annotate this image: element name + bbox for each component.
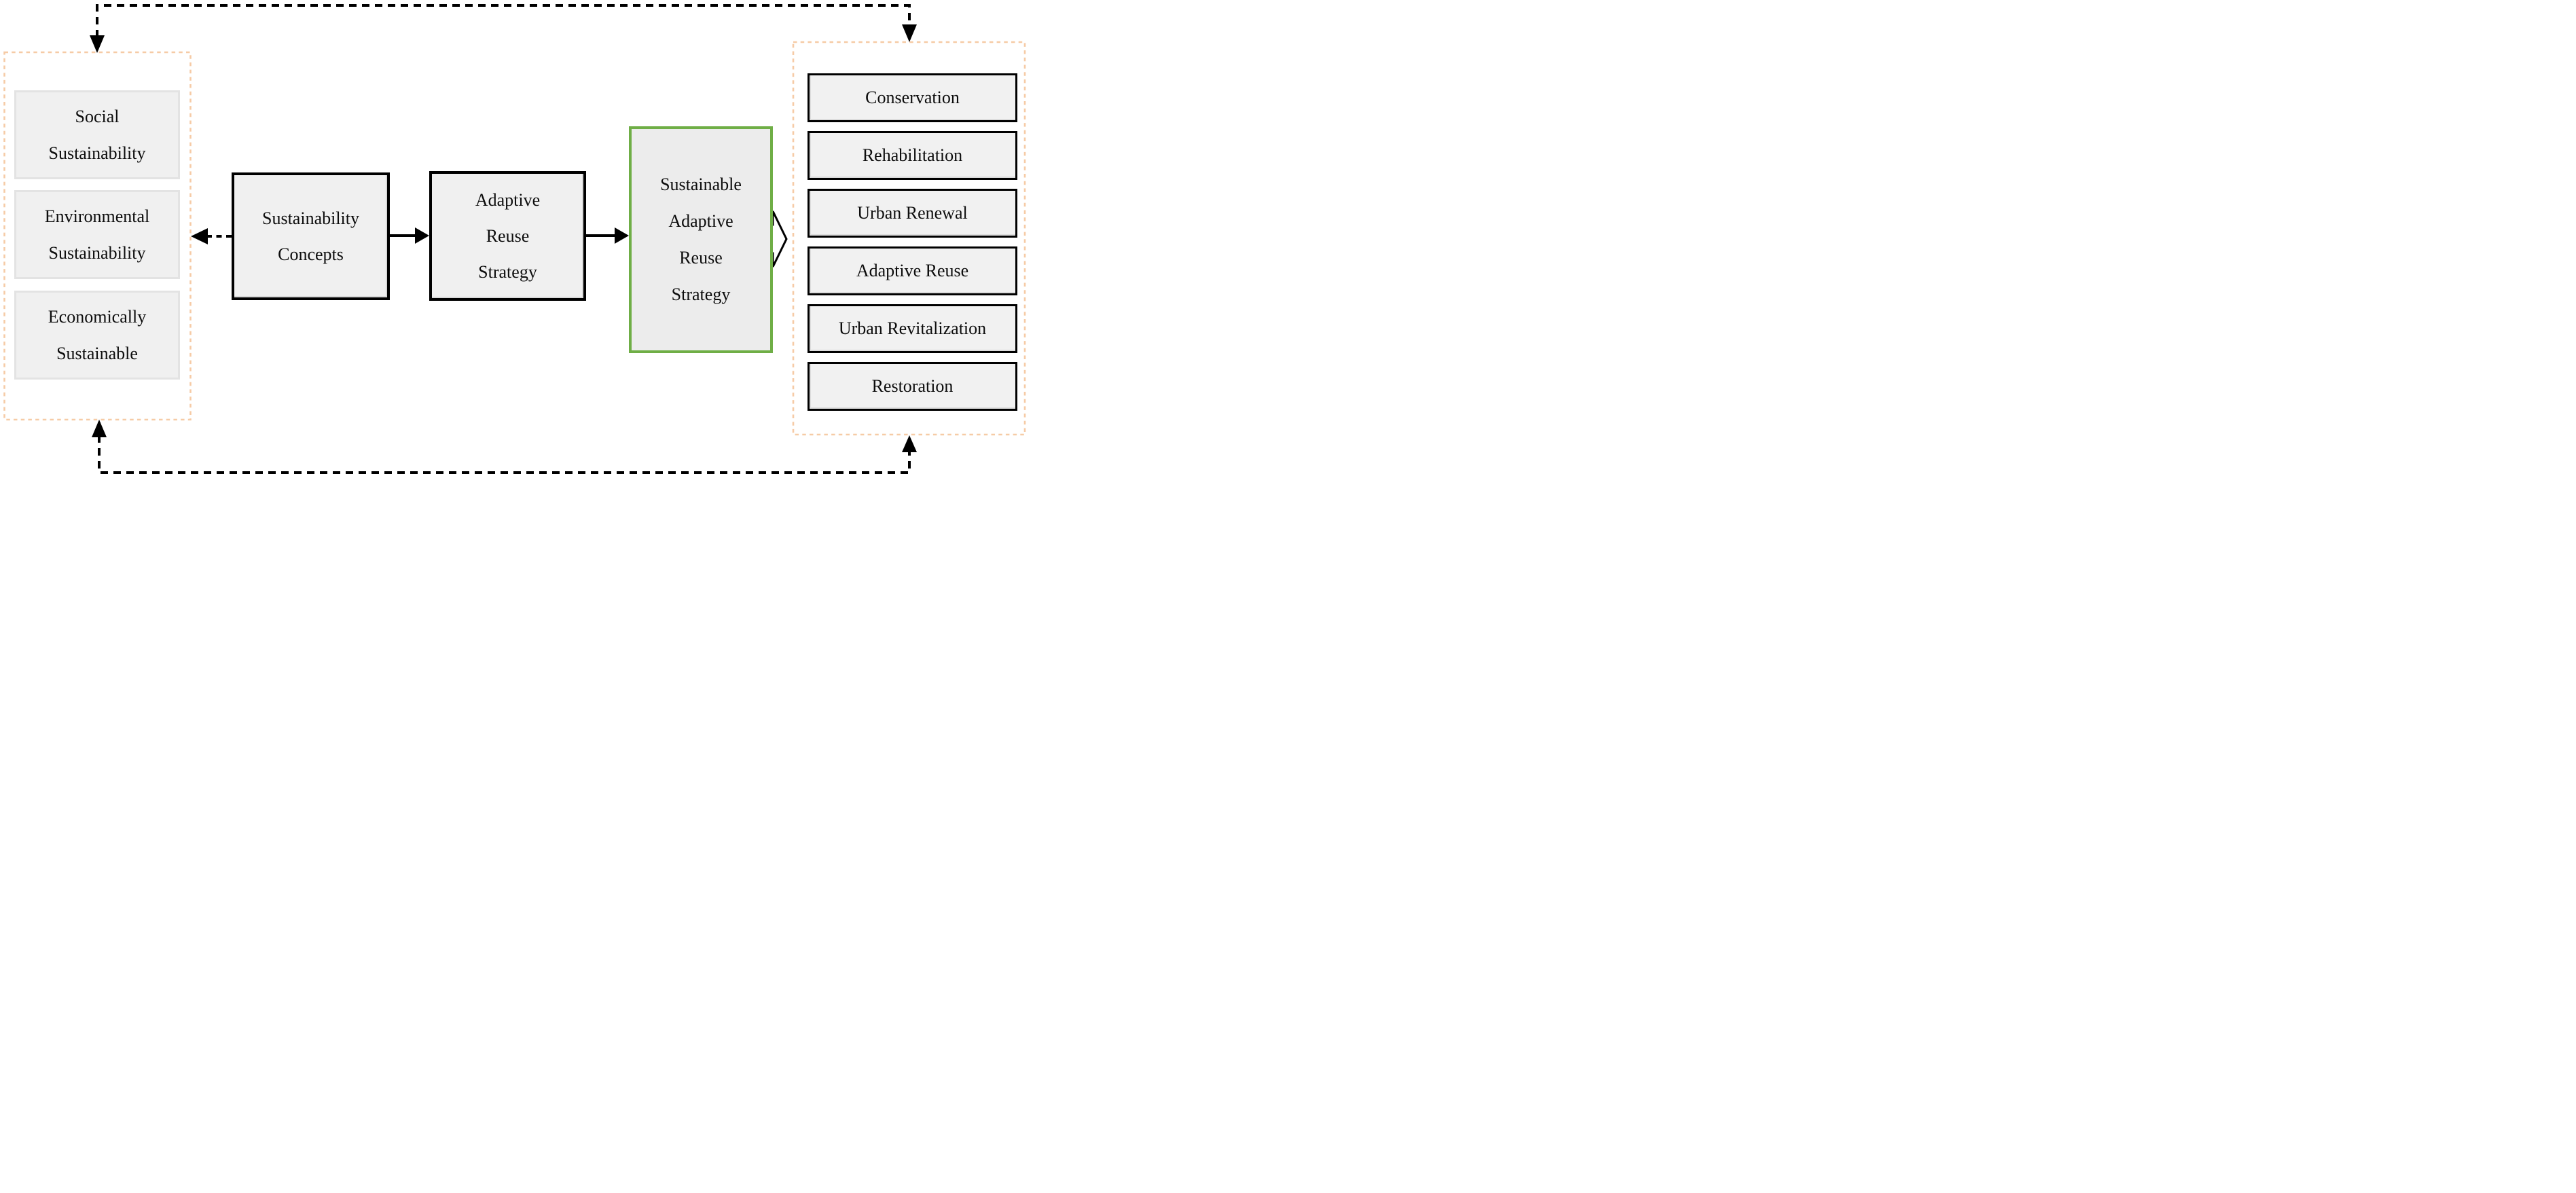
diagram-canvas: Social Sustainability Environmental Sust…: [0, 0, 1030, 477]
top-feedback-dashed-line: [96, 4, 911, 50]
arrowhead-right-1-icon: [415, 227, 429, 244]
sustainable-adaptive-reuse-strategy-box: Sustainable Adaptive Reuse Strategy: [629, 126, 773, 353]
arrowhead-up-left-icon: [92, 420, 107, 437]
right-panel: Conservation Rehabilitation Urban Renewa…: [793, 42, 1025, 435]
arrowhead-left-icon: [191, 228, 208, 244]
arrowhead-up-right-icon: [902, 435, 917, 452]
restoration-box: Restoration: [808, 362, 1017, 411]
arrowhead-down-right-icon: [902, 24, 917, 42]
economically-sustainable-box: Economically Sustainable: [14, 291, 180, 380]
arrowhead-down-left-icon: [90, 35, 105, 53]
sustainability-concepts-box: Sustainability Concepts: [232, 172, 390, 300]
bottom-feedback-dashed-line: [98, 422, 911, 474]
social-sustainability-box: Social Sustainability: [14, 90, 180, 179]
environmental-sustainability-box: Environmental Sustainability: [14, 190, 180, 279]
adaptive-reuse-box: Adaptive Reuse: [808, 246, 1017, 295]
conservation-box: Conservation: [808, 73, 1017, 122]
urban-revitalization-box: Urban Revitalization: [808, 304, 1017, 353]
adaptive-reuse-strategy-box: Adaptive Reuse Strategy: [429, 171, 586, 301]
arrowhead-right-2-icon: [615, 227, 629, 244]
rehabilitation-box: Rehabilitation: [808, 131, 1017, 180]
left-panel: Social Sustainability Environmental Sust…: [4, 52, 190, 420]
urban-renewal-box: Urban Renewal: [808, 189, 1017, 238]
left-panel-dashed-border: [3, 51, 192, 421]
